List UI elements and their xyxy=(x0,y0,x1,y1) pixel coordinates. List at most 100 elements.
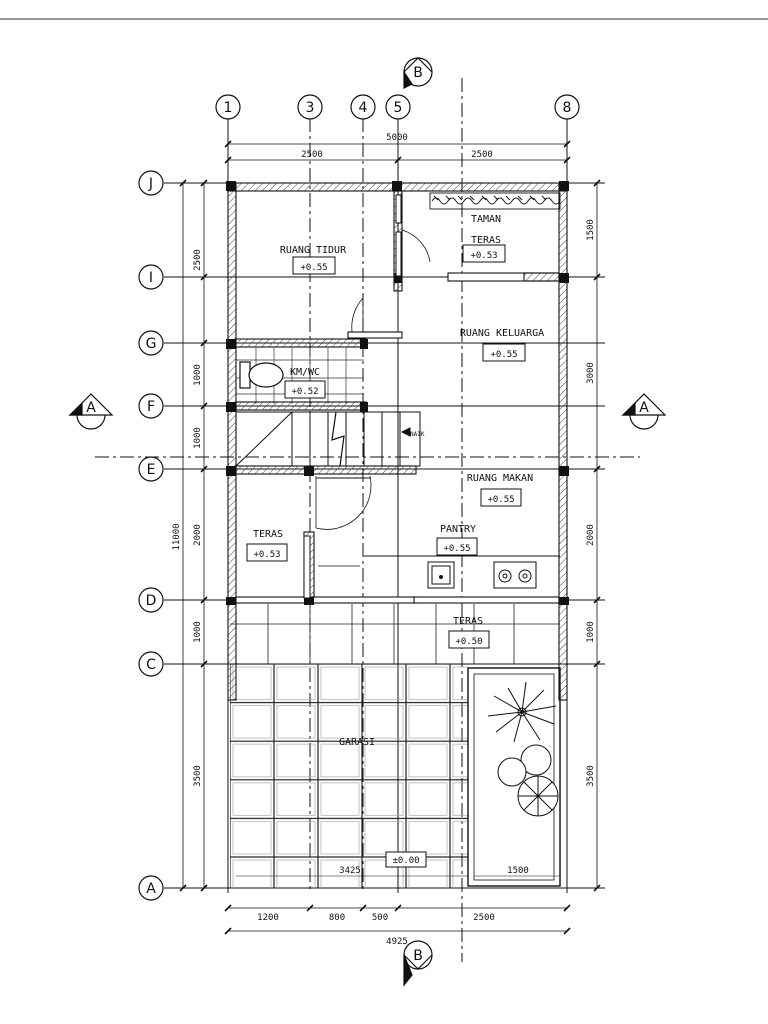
level-garasi: ±0.00 xyxy=(392,856,419,866)
room-label-ruang-keluarga: RUANG KELUARGA xyxy=(460,328,544,339)
wall-row-d xyxy=(235,596,417,604)
dim-top-right: 2500 xyxy=(471,150,493,160)
level-ruang-makan: +0.55 xyxy=(487,495,514,505)
grid-bubble-row-C xyxy=(138,651,164,677)
section-mark-a-right xyxy=(621,393,667,430)
row-bubbles xyxy=(138,170,164,901)
grid-label-col-8: 8 xyxy=(563,100,572,116)
dimension-ticks xyxy=(179,140,601,935)
grid-bubble-row-J xyxy=(138,170,164,196)
door-swings xyxy=(315,229,431,567)
level-teras-top: +0.53 xyxy=(470,251,497,261)
grid-bubble-col-8 xyxy=(554,94,580,120)
dim-left-2: 1000 xyxy=(193,364,203,386)
dim-right-3: 2000 xyxy=(586,524,596,546)
stove-icon xyxy=(498,569,532,583)
garden-planter-inner xyxy=(473,673,555,881)
section-label-b-top: B xyxy=(413,65,423,81)
shrub-icon xyxy=(497,744,559,817)
toilet-icon xyxy=(239,361,284,389)
grid-bubble-row-E xyxy=(138,456,164,482)
room-label-teras-left: TERAS xyxy=(253,529,283,540)
grid-label-row-I: I xyxy=(149,270,153,286)
section-label-b-bottom: B xyxy=(413,948,423,964)
wall-row-d-right xyxy=(413,596,560,604)
room-label-ruang-makan: RUANG MAKAN xyxy=(467,473,533,484)
grid-bubble-col-5 xyxy=(385,94,411,120)
grid-bubble-row-I xyxy=(138,264,164,290)
dim-left-6: 3500 xyxy=(193,765,203,787)
dim-bottom-4: 2500 xyxy=(473,913,495,923)
wall-left xyxy=(227,182,237,602)
wall-row-f xyxy=(235,401,367,411)
grid-label-row-G: G xyxy=(146,336,157,352)
stair xyxy=(235,411,421,467)
dim-left-5: 1000 xyxy=(193,621,203,643)
sink-icon xyxy=(431,565,451,585)
room-label-teras-top: TERAS xyxy=(471,235,501,246)
level-kmwc: +0.52 xyxy=(291,387,318,397)
structural-columns xyxy=(226,181,569,605)
grid-bubble-row-D xyxy=(138,587,164,613)
level-boxes xyxy=(246,244,526,868)
wall-right-garage xyxy=(558,599,568,701)
dim-garage-width: 3425 xyxy=(339,866,361,876)
wall-teras-top-jamb xyxy=(523,272,560,282)
section-mark-b-top xyxy=(403,57,433,89)
dim-top-total: 5000 xyxy=(386,133,408,143)
dim-bottom-1: 1200 xyxy=(257,913,279,923)
dim-left-4: 2000 xyxy=(193,524,203,546)
grid-bubble-col-1 xyxy=(215,94,241,120)
grid-label-row-F: F xyxy=(147,399,155,415)
section-label-a-right: A xyxy=(639,400,649,416)
dim-bottom-total: 4925 xyxy=(386,937,408,947)
level-teras-left: +0.53 xyxy=(253,550,280,560)
room-label-pantry: PANTRY xyxy=(440,524,476,535)
grid-bubble-row-G xyxy=(138,330,164,356)
garage-floor-tiles xyxy=(230,664,468,888)
level-teras-front: +0.50 xyxy=(455,637,482,647)
wall-row-g xyxy=(235,338,367,348)
room-label-garasi: GARASI xyxy=(339,737,375,748)
wall-right xyxy=(558,182,568,602)
grid-label-col-3: 3 xyxy=(306,100,315,116)
column-bubbles xyxy=(215,94,580,120)
dim-left-3: 1000 xyxy=(193,427,203,449)
stair-label: NAIK xyxy=(410,431,425,438)
grid-label-col-5: 5 xyxy=(394,100,403,116)
room-label-teras-front: TERAS xyxy=(453,616,483,627)
dim-top-left: 2500 xyxy=(301,150,323,160)
wall-row-g-right xyxy=(347,331,403,339)
grid-bubble-row-A xyxy=(138,875,164,901)
level-pantry: +0.55 xyxy=(443,544,470,554)
section-mark-a-left xyxy=(68,393,114,430)
level-ruang-tidur: +0.55 xyxy=(300,263,327,273)
dim-right-1: 1500 xyxy=(586,219,596,241)
wall-left-garage xyxy=(227,599,237,701)
taman-planting xyxy=(429,192,561,210)
section-mark-b-bottom xyxy=(403,940,433,987)
room-label-ruang-tidur: RUANG TIDUR xyxy=(280,245,347,256)
grid-label-col-1: 1 xyxy=(224,100,233,116)
palm-tree-icon xyxy=(487,681,557,743)
dim-garden-width: 1500 xyxy=(507,866,529,876)
dim-bottom-3: 500 xyxy=(372,913,388,923)
garden-planter xyxy=(467,667,561,887)
grid-label-col-4: 4 xyxy=(359,100,368,116)
grid-bubble-row-F xyxy=(138,393,164,419)
grid-bubble-col-4 xyxy=(350,94,376,120)
dim-bottom-2: 800 xyxy=(329,913,345,923)
pantry-counter xyxy=(364,555,560,589)
grid-label-row-E: E xyxy=(147,462,156,478)
room-label-kmwc: KM/WC xyxy=(290,367,320,378)
dim-left-1: 2500 xyxy=(193,249,203,271)
grid-label-row-C: C xyxy=(146,657,156,673)
wall-row-e xyxy=(235,465,417,475)
level-ruang-keluarga: +0.55 xyxy=(490,350,517,360)
dim-left-total: 11000 xyxy=(172,523,182,550)
grid-label-row-J: J xyxy=(148,176,153,192)
grid-label-row-A: A xyxy=(146,881,156,897)
dim-right-5: 3500 xyxy=(586,765,596,787)
grid-bubble-col-3 xyxy=(297,94,323,120)
